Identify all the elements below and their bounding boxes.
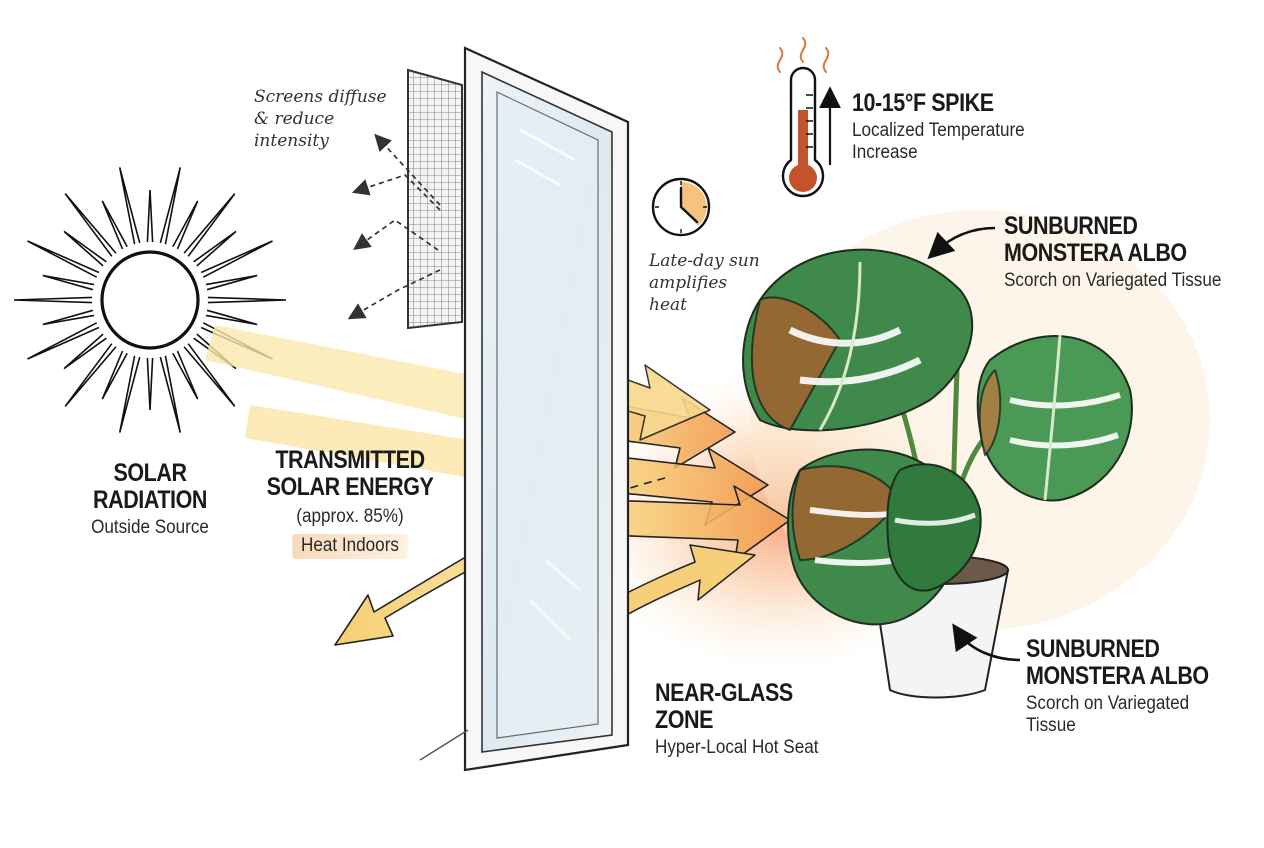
near-glass-zone-title-line: ZONE xyxy=(655,706,714,734)
sunburned-top-subtitle: Scorch on Variegated Tissue xyxy=(1004,270,1222,291)
sunburned-bottom-title-line: SUNBURNED xyxy=(1026,635,1160,663)
solar-radiation-subtitle: Outside Source xyxy=(91,517,209,538)
sun-ray xyxy=(63,333,107,370)
monstera-leaves xyxy=(742,248,1133,626)
sun-ray xyxy=(183,343,236,407)
sun-ray xyxy=(42,309,95,326)
sun-ray xyxy=(64,193,117,257)
diffused-arrows xyxy=(347,133,441,320)
sun-icon xyxy=(13,167,287,433)
sun-ray xyxy=(205,274,258,291)
sun-ray xyxy=(101,350,128,400)
screens-note-line: Screens diffuse xyxy=(254,87,387,107)
sunburned-bottom-label: SUNBURNED MONSTERA ALBO Scorch on Varieg… xyxy=(1026,636,1238,736)
solar-radiation-title-line: SOLAR xyxy=(113,459,187,487)
screens-note-line: intensity xyxy=(254,131,329,152)
sun-ray xyxy=(172,200,199,250)
sun-ray xyxy=(27,322,100,360)
sun-ray xyxy=(118,167,141,245)
solar-radiation-label: SOLAR RADIATION Outside Source xyxy=(60,460,240,539)
sun-ray xyxy=(193,230,237,267)
temperature-spike-subtitle-line: Increase xyxy=(852,141,918,163)
sun-ray xyxy=(118,355,141,433)
sunburned-top-label: SUNBURNED MONSTERA ALBO Scorch on Varieg… xyxy=(1004,213,1246,292)
sun-ray xyxy=(146,357,154,411)
solar-radiation-title-line: RADIATION xyxy=(93,486,207,514)
late-day-note: Late-day sun amplifies heat xyxy=(649,250,760,316)
thermometer-icon xyxy=(776,37,841,198)
sunburned-top-title-line: SUNBURNED xyxy=(1004,212,1138,240)
transmitted-energy-title-line: SOLAR ENERGY xyxy=(266,473,434,501)
sunburned-bottom-title-line: MONSTERA ALBO xyxy=(1026,662,1209,690)
sun-ray xyxy=(13,296,93,304)
sun-ray xyxy=(42,274,95,291)
transmitted-energy-title-line: TRANSMITTED xyxy=(275,446,425,474)
sun-ray xyxy=(64,343,117,407)
sun-ray xyxy=(200,240,273,278)
sun-ray xyxy=(207,296,287,304)
temperature-spike-title: 10-15°F SPIKE xyxy=(852,89,994,117)
sun-ray xyxy=(183,193,236,257)
screens-note: Screens diffuse & reduce intensity xyxy=(254,86,387,152)
sun-ray xyxy=(159,167,182,245)
near-glass-zone-title-line: NEAR-GLASS xyxy=(655,679,793,707)
sun-ray xyxy=(172,350,199,400)
sun-ray xyxy=(146,189,154,243)
temperature-spike-subtitle-line: Localized Temperature xyxy=(852,120,1025,141)
clock-icon xyxy=(651,177,711,237)
sunburned-bottom-subtitle-line: Tissue xyxy=(1026,714,1076,736)
late-day-note-line: amplifies xyxy=(649,273,728,294)
window-frame xyxy=(419,46,630,772)
screens-note-line: & reduce xyxy=(254,109,335,130)
sun-ray xyxy=(159,355,182,433)
sun-ray xyxy=(63,230,107,267)
heat-indoors-tag: Heat Indoors xyxy=(292,533,408,560)
near-glass-zone-label: NEAR-GLASS ZONE Hyper-Local Hot Seat xyxy=(655,680,837,759)
transmitted-energy-percent: (approx. 85%) xyxy=(296,506,404,527)
near-glass-zone-subtitle: Hyper-Local Hot Seat xyxy=(655,737,819,758)
sunburned-bottom-subtitle-line: Scorch on Variegated xyxy=(1026,693,1190,714)
sunburned-top-title-line: MONSTERA ALBO xyxy=(1004,239,1187,267)
late-day-note-line: heat xyxy=(649,295,687,316)
sun-ray xyxy=(205,309,258,326)
callout-arrows xyxy=(927,226,1021,662)
sun-ray xyxy=(101,200,128,250)
transmitted-energy-label: TRANSMITTED SOLAR ENERGY (approx. 85%) H… xyxy=(250,446,450,560)
window-screen xyxy=(407,68,463,330)
late-day-note-line: Late-day sun xyxy=(649,251,760,271)
sun-ray xyxy=(27,240,100,278)
temperature-spike-label: 10-15°F SPIKE Localized Temperature Incr… xyxy=(852,90,1044,163)
